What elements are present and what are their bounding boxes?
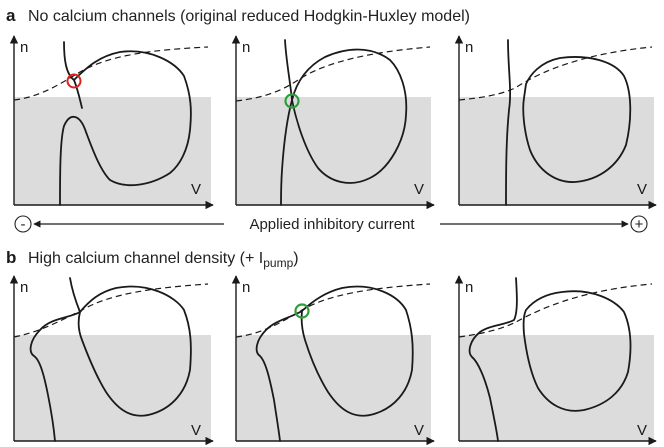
y-axis-label: n <box>20 279 28 296</box>
panel-a-letter: a <box>6 6 16 25</box>
minus-sign: - <box>21 216 26 233</box>
v-nullcline-right <box>77 285 192 417</box>
y-axis-label: n <box>465 39 473 56</box>
x-axis-label: V <box>191 181 201 198</box>
stable-fixed-point <box>284 93 300 109</box>
x-axis-label: V <box>414 422 424 439</box>
v-nullcline-left <box>29 277 81 442</box>
panel-b-plot-3: n V <box>454 275 657 446</box>
x-axis-label: V <box>637 181 647 198</box>
shaded-region <box>459 335 654 441</box>
y-axis-label: n <box>242 39 250 56</box>
n-nullcline <box>13 46 209 101</box>
v-nullcline-lower <box>73 79 83 109</box>
panel-a-plot-2: n V <box>231 35 435 210</box>
applied-current-arrow: - Applied inhibitory current + <box>14 215 648 233</box>
panel-b-title: High calcium channel density (+ Ipump) <box>28 250 299 270</box>
panel-a-title: No calcium channels (original reduced Ho… <box>28 8 470 25</box>
x-axis-label: V <box>414 181 424 198</box>
panel-a-plot-3: n V <box>454 35 657 210</box>
y-axis-label: n <box>465 279 473 296</box>
v-nullcline-right <box>522 290 632 412</box>
y-axis-label: n <box>242 279 250 296</box>
stable-fixed-point <box>294 303 310 319</box>
v-nullcline-branch <box>280 99 293 206</box>
applied-current-label: Applied inhibitory current <box>249 216 415 233</box>
x-axis-label: V <box>191 422 201 439</box>
n-nullcline <box>458 46 653 101</box>
unstable-fixed-point <box>66 73 82 89</box>
panel-b-letter: b <box>6 248 16 267</box>
y-axis-label: n <box>20 39 28 56</box>
panel-b-plot-2: n V <box>231 275 435 446</box>
panel-a-plot-1: n V <box>9 35 214 210</box>
v-nullcline-right <box>300 285 414 417</box>
shaded-region <box>236 335 431 441</box>
minus-sign-circle <box>14 215 32 233</box>
v-nullcline-left <box>255 310 303 442</box>
panel-b-title-sub: pump <box>263 256 293 270</box>
panel-b-title-main: High calcium channel density (+ I <box>28 250 263 267</box>
n-nullcline <box>13 283 209 338</box>
x-axis-label: V <box>637 422 647 439</box>
plus-sign: + <box>635 216 644 233</box>
n-nullcline <box>458 283 653 338</box>
n-nullcline <box>235 283 431 338</box>
v-nullcline-left <box>468 277 518 442</box>
v-nullcline-right <box>522 56 632 183</box>
shaded-region <box>236 97 431 205</box>
panel-b-plot-1: n V <box>9 275 214 446</box>
n-nullcline <box>235 46 431 102</box>
v-nullcline-upper <box>59 41 192 206</box>
plus-sign-circle <box>630 215 648 233</box>
v-nullcline-left <box>505 39 511 206</box>
shaded-region <box>14 97 211 205</box>
shaded-region <box>459 97 654 205</box>
panel-b-title-end: ) <box>293 250 298 267</box>
shaded-region <box>14 335 211 441</box>
